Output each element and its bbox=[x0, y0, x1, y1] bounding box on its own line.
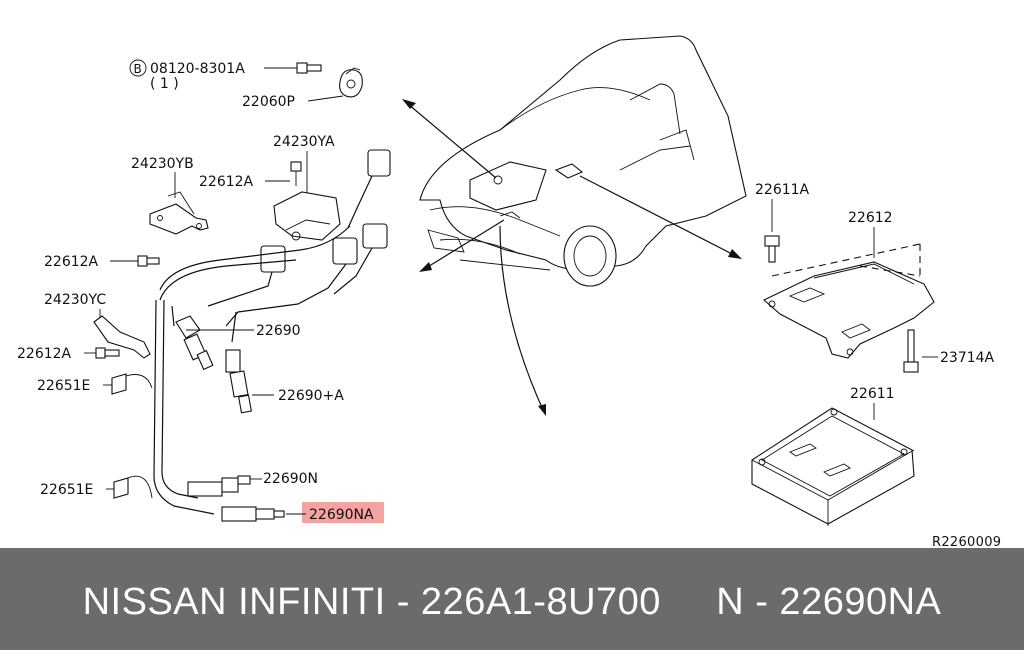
bolt-yc-icon bbox=[95, 347, 106, 359]
bolt-symbol-circle bbox=[129, 59, 147, 77]
bracket-ya-group: 24230YA 22612A bbox=[199, 134, 391, 327]
footer-bar: NISSAN INFINITI - 226A1-8U700 N - 22690N… bbox=[0, 548, 1024, 650]
connector-icon bbox=[362, 223, 388, 249]
oxygen-sensor-icon bbox=[187, 481, 223, 497]
bolt-symbol: B bbox=[134, 62, 142, 76]
knock-sensor-group: B 08120-8301A ( 1 ) 22060P bbox=[129, 59, 363, 110]
ecm-bracket-icon bbox=[763, 261, 935, 359]
pointer-arrows bbox=[402, 99, 742, 416]
bolt-bottom-group: 23714A bbox=[903, 329, 995, 373]
bracket-ecm-label: 22612 bbox=[848, 210, 893, 226]
ecm-group: 22611 bbox=[751, 386, 915, 526]
sensor-a-label: 22690 bbox=[256, 323, 301, 339]
vehicle-outline bbox=[419, 35, 747, 287]
bolt-spec-label: 08120-8301A bbox=[150, 61, 245, 77]
clip-lower-group: 22651E bbox=[40, 475, 153, 499]
sensor-a-group: 22690 bbox=[175, 315, 301, 371]
sensor-b-label: 22690+A bbox=[278, 388, 344, 404]
reference-code: R2260009 bbox=[932, 535, 1001, 548]
highlight-box bbox=[302, 502, 384, 523]
clip-upper-group: 22651E bbox=[37, 373, 153, 395]
sensor-na-label: 22690NA bbox=[309, 507, 374, 523]
bracket-yc-label: 24230YC bbox=[44, 292, 106, 308]
bolt-top-icon bbox=[290, 161, 302, 172]
knock-sensor-icon bbox=[339, 69, 363, 98]
sensor-b-group: 22690+A bbox=[225, 349, 344, 414]
bolt-top-label: 22612A bbox=[199, 174, 254, 190]
bolt-left-icon bbox=[137, 255, 148, 267]
bolt-icon bbox=[296, 62, 308, 74]
footer-part-number: NISSAN INFINITI - 226A1-8U700 N - 22690N… bbox=[82, 581, 942, 623]
knock-sensor-label: 22060P bbox=[242, 94, 295, 110]
clip-lower-label: 22651E bbox=[40, 482, 93, 498]
clip-lower-icon bbox=[113, 477, 129, 499]
clip-upper-label: 22651E bbox=[37, 378, 90, 394]
ecm-label: 22611 bbox=[850, 386, 895, 402]
bracket-yc-icon bbox=[93, 315, 151, 359]
bolt-qty-label: ( 1 ) bbox=[150, 76, 179, 92]
ecm-bracket-group: 22611A 22612 bbox=[755, 182, 935, 359]
bracket-ya-icon bbox=[273, 191, 341, 241]
bracket-ya-label: 24230YA bbox=[273, 134, 335, 150]
ecm-icon bbox=[751, 407, 915, 525]
bracket-yc-group: 24230YC 22612A bbox=[17, 292, 151, 362]
oxygen-sensor-icon bbox=[221, 506, 257, 522]
bracket-yb-icon bbox=[149, 203, 209, 235]
bolt-yc-label: 22612A bbox=[17, 346, 72, 362]
bolt-bottom-label: 23714A bbox=[940, 350, 995, 366]
bolt-left-label: 22612A bbox=[44, 254, 99, 270]
connector-icon bbox=[260, 245, 286, 273]
sensor-n-group: 22690N bbox=[187, 471, 318, 497]
engine-sensor-diagram: B 08120-8301A ( 1 ) 22060P 24230YB 22612… bbox=[17, 35, 1001, 548]
oxygen-sensor-icon bbox=[225, 349, 241, 373]
connector-icon bbox=[367, 149, 391, 177]
sensor-na-group: 22690NA bbox=[221, 502, 384, 523]
bracket-yb-label: 24230YB bbox=[131, 156, 194, 172]
harness-wires bbox=[153, 225, 351, 515]
bolt-ecm-icon bbox=[764, 235, 780, 247]
bolt-ecm-label: 22611A bbox=[755, 182, 810, 198]
bolt-bottom-icon bbox=[903, 361, 919, 373]
connector-icon bbox=[332, 237, 358, 265]
sensor-n-label: 22690N bbox=[263, 471, 318, 487]
clip-upper-icon bbox=[111, 373, 127, 395]
bracket-yb-group: 24230YB 22612A bbox=[44, 156, 209, 270]
